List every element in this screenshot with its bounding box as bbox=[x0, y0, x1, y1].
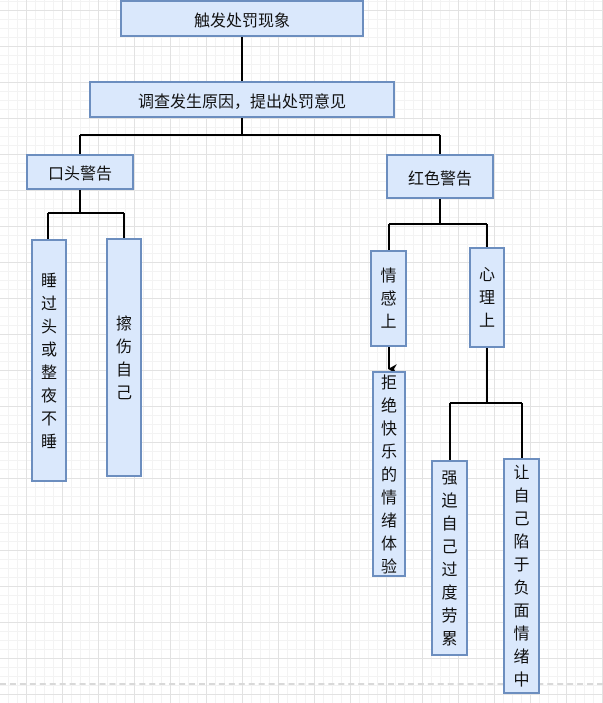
edge-verbal-to-children bbox=[47, 190, 125, 239]
node-root[interactable]: 触发处罚现象 bbox=[120, 0, 364, 37]
node-oversleep[interactable]: 睡过头或整夜不睡 bbox=[31, 239, 67, 482]
node-investigate[interactable]: 调查发生原因，提出处罚意见 bbox=[89, 81, 395, 118]
node-red-warning-label: 红色警告 bbox=[407, 168, 472, 188]
edge-step-to-branches bbox=[79, 118, 441, 154]
node-emotional-label: 情感上 bbox=[380, 266, 397, 331]
node-overwork-label: 强迫自己过度劳累 bbox=[441, 468, 458, 648]
page-break-line bbox=[0, 683, 603, 685]
node-reject-joy[interactable]: 拒绝快乐的情绪体验 bbox=[372, 371, 406, 577]
node-emotional[interactable]: 情感上 bbox=[370, 250, 407, 347]
node-overwork[interactable]: 强迫自己过度劳累 bbox=[431, 460, 468, 656]
node-oversleep-label: 睡过头或整夜不睡 bbox=[40, 270, 57, 451]
node-reject-joy-label: 拒绝快乐的情绪体验 bbox=[380, 372, 397, 576]
node-red-warning[interactable]: 红色警告 bbox=[386, 154, 494, 199]
node-psychological-label: 心理上 bbox=[478, 265, 495, 330]
edge-red-to-children bbox=[388, 199, 488, 250]
node-verbal-warning[interactable]: 口头警告 bbox=[26, 154, 134, 190]
edge-psychological-to-children bbox=[449, 348, 523, 460]
node-psychological[interactable]: 心理上 bbox=[469, 247, 505, 348]
node-investigate-label: 调查发生原因，提出处罚意见 bbox=[137, 91, 346, 111]
node-self-harm-label: 擦伤自己 bbox=[115, 313, 132, 402]
node-verbal-warning-label: 口头警告 bbox=[47, 164, 112, 183]
node-root-label: 触发处罚现象 bbox=[193, 10, 290, 30]
node-self-harm[interactable]: 擦伤自己 bbox=[106, 238, 142, 477]
node-negative-emotion[interactable]: 让自己陷于负面情绪中 bbox=[503, 458, 540, 694]
node-negative-emotion-label: 让自己陷于负面情绪中 bbox=[513, 463, 530, 689]
